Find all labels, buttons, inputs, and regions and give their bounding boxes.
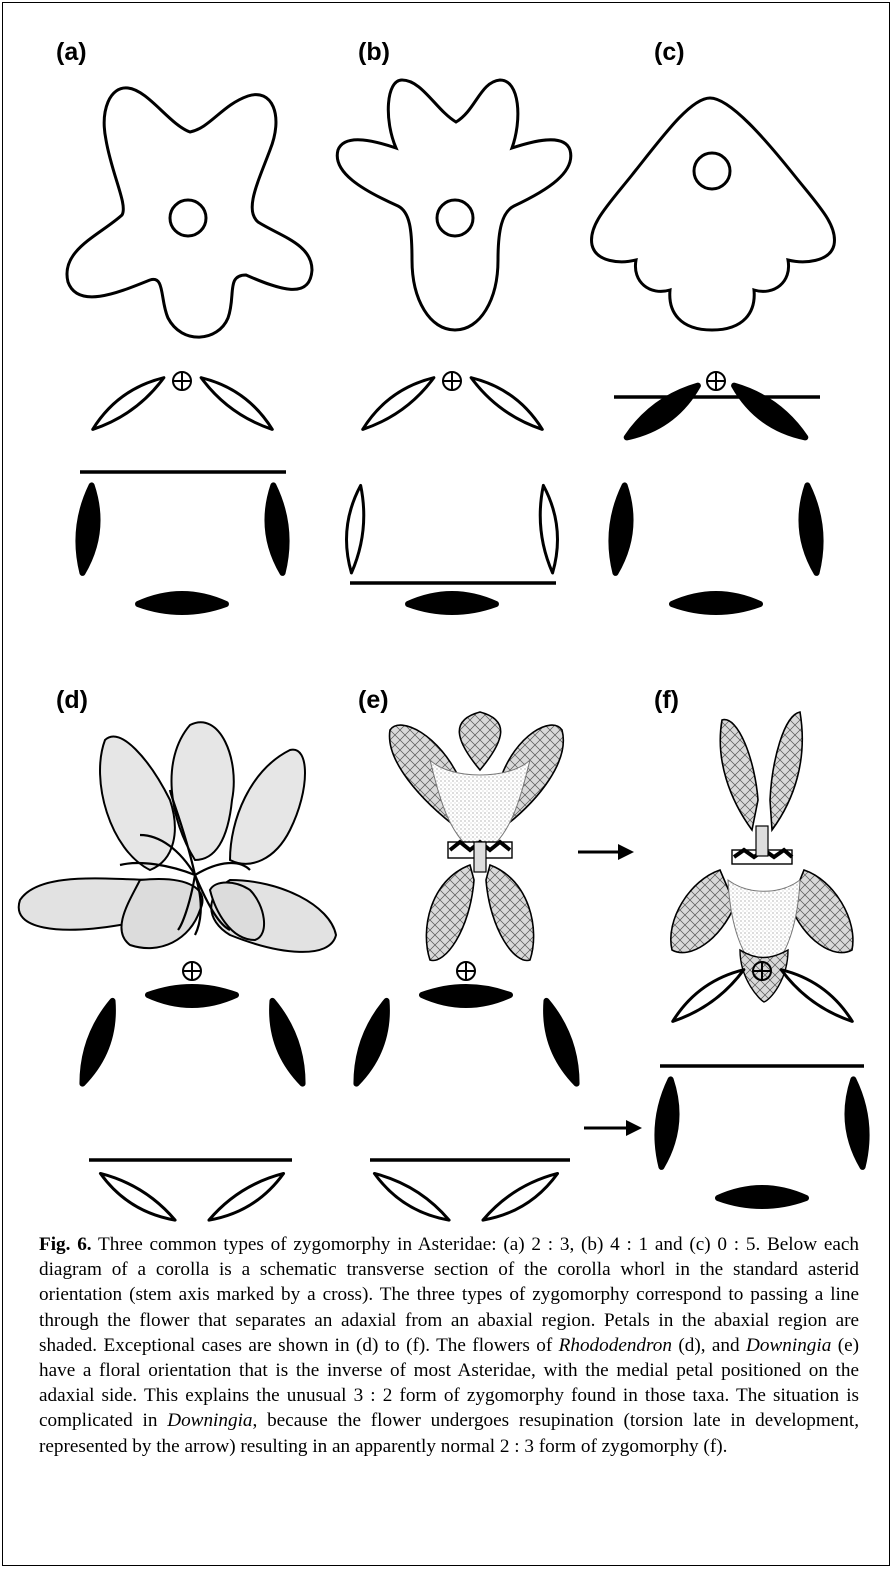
caption-genus-rhododendron: Rhododendron [559,1335,672,1356]
flower-drawing-downingia-f [671,712,853,1002]
flower-drawing-rhododendron [19,722,336,952]
section-diagram-a [74,370,290,612]
resupination-arrow-icon [578,844,634,860]
figure-artwork [0,0,894,1230]
section-diagram-d [75,962,310,1228]
corolla-outline-a [67,88,312,337]
resupination-arrow-icon [584,1120,642,1136]
stem-axis-cross-icon [753,962,771,980]
section-diagram-b [342,370,561,612]
section-diagram-c [607,372,824,612]
corolla-outline-b [337,80,571,330]
stem-axis-cross-icon [707,372,725,390]
caption-genus-downingia-2: Downingia [167,1410,252,1431]
stem-axis-cross-icon [443,372,461,390]
figure-caption: Fig. 6. Three common types of zygomorphy… [39,1232,859,1459]
stem-axis-cross-icon [183,962,201,980]
caption-text-2: (d), and [672,1335,746,1356]
stem-axis-cross-icon [173,372,191,390]
corolla-outline-c [591,98,834,330]
flower-drawing-downingia-e [390,712,564,960]
caption-label: Fig. 6. [39,1234,92,1255]
caption-genus-downingia: Downingia [746,1335,831,1356]
section-diagram-e [349,962,584,1228]
stem-axis-cross-icon [457,962,475,980]
